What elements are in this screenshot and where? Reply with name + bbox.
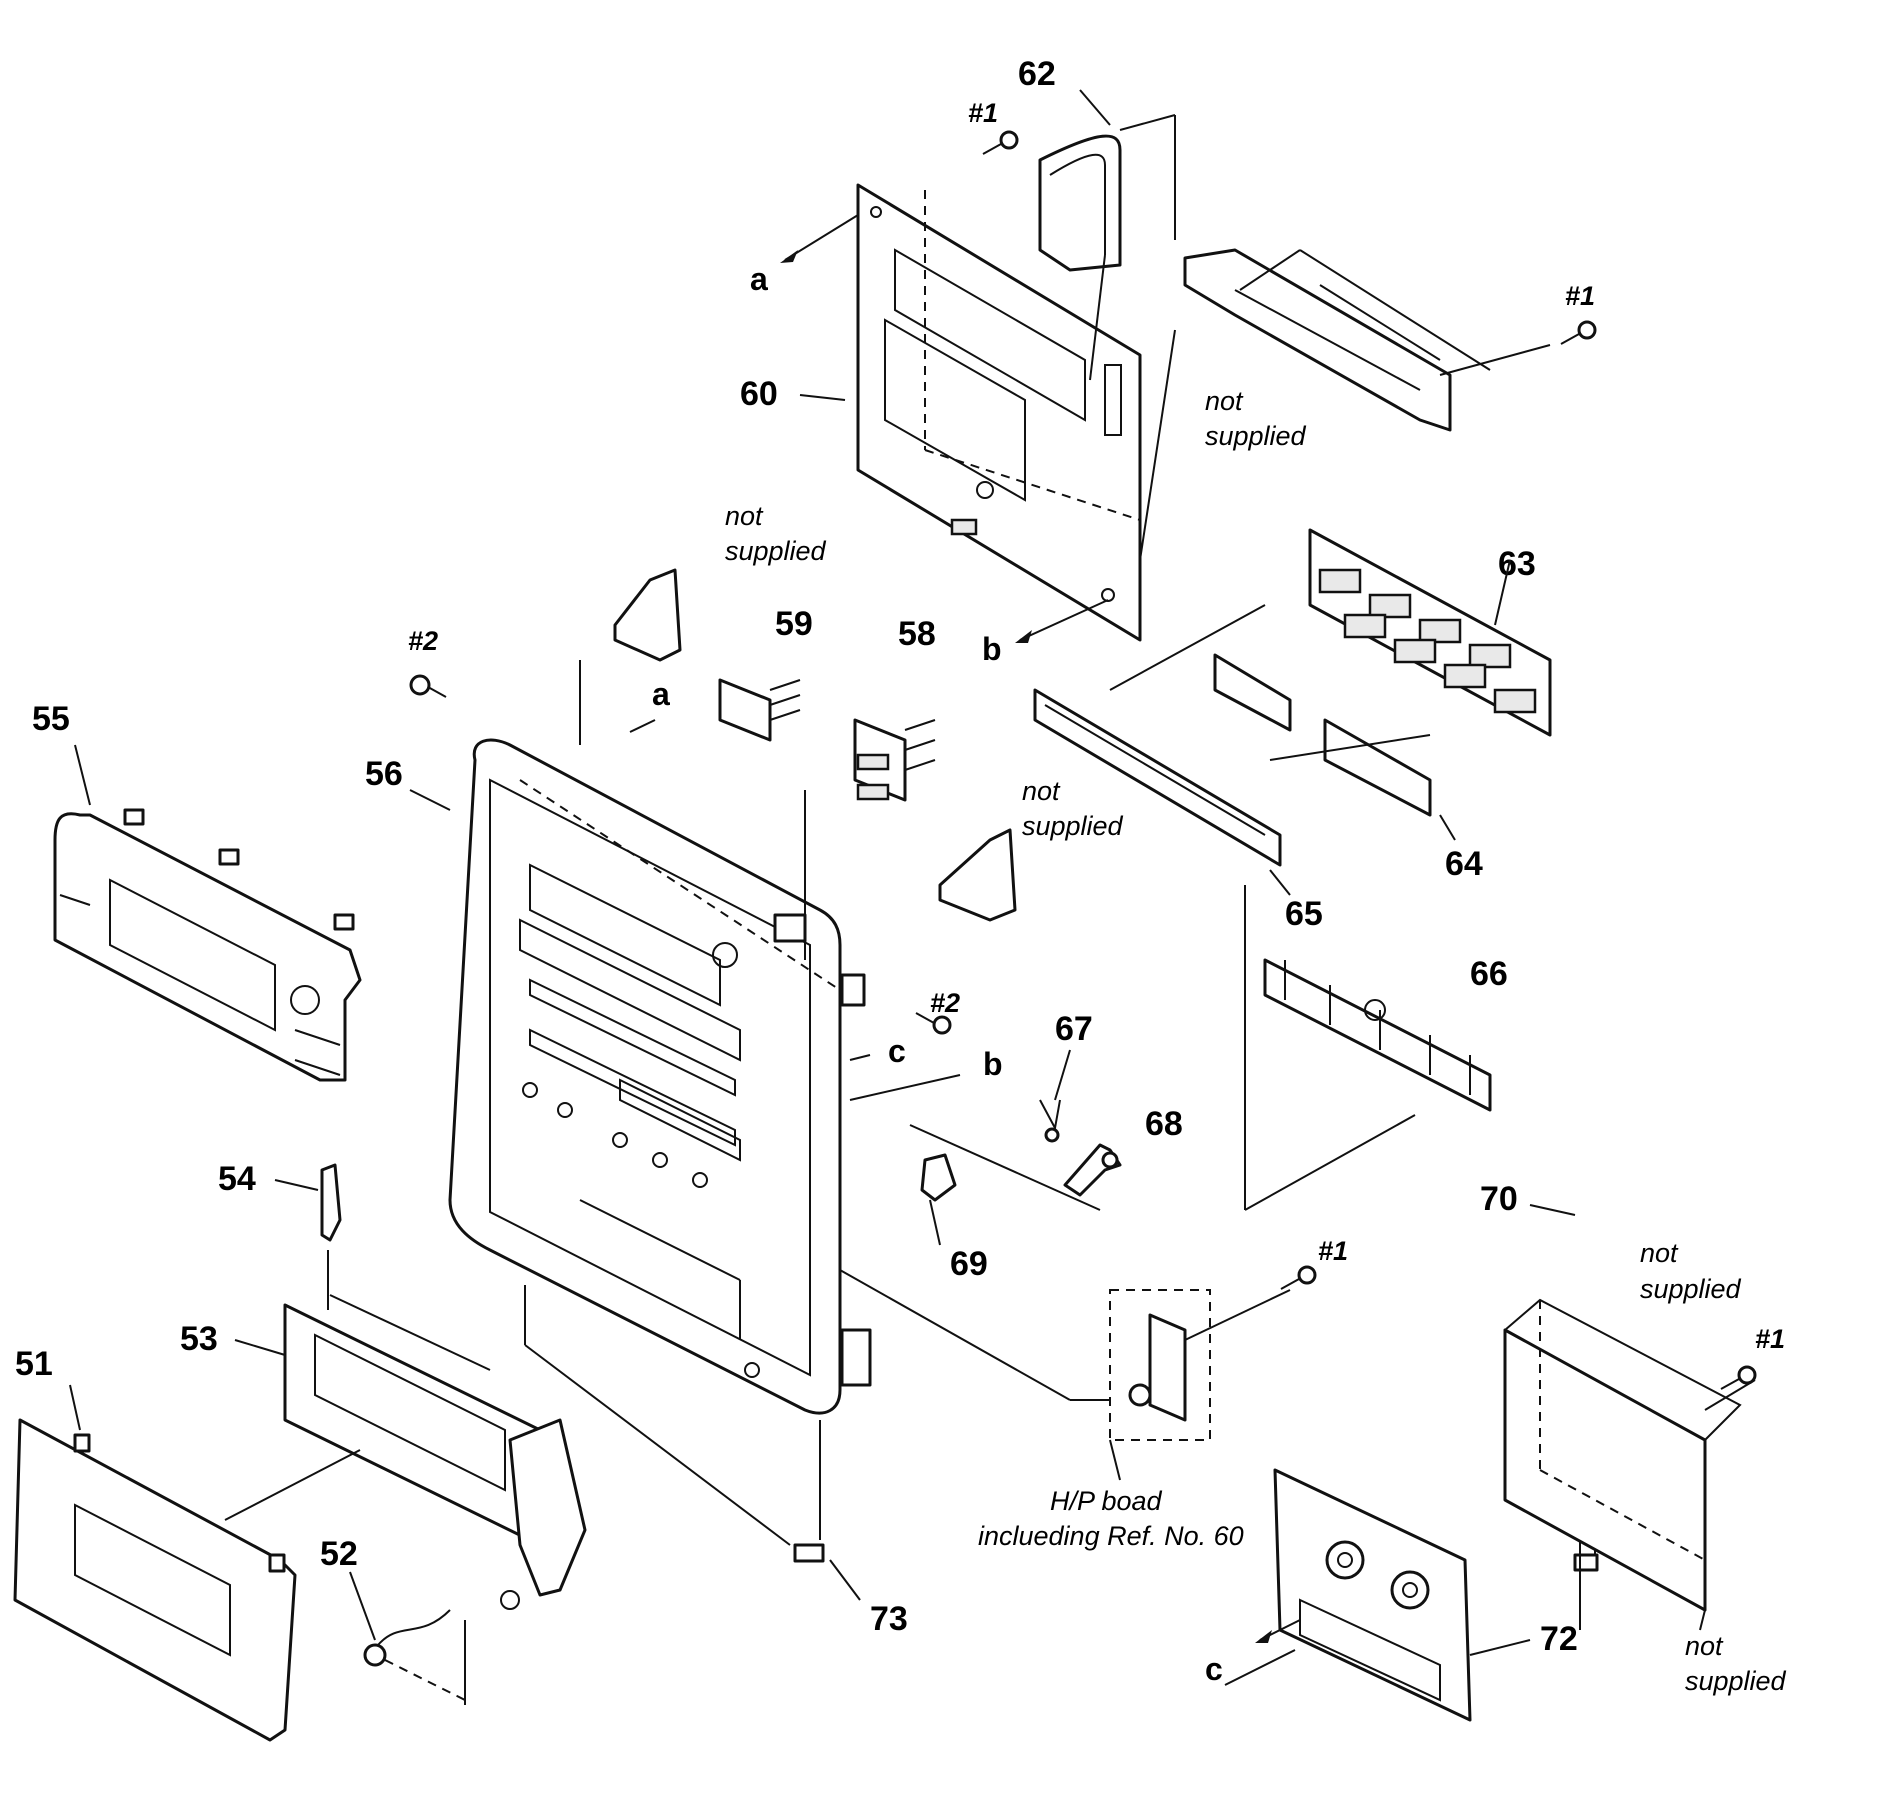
- screw-icon: [409, 674, 447, 698]
- part-55-cover: [53, 808, 362, 1082]
- screw-label-1c: #1: [1318, 1236, 1348, 1266]
- screw-icon: [1280, 1265, 1317, 1290]
- part-52-spring: [363, 1609, 466, 1705]
- bracket-not-supplied-top: [1183, 248, 1551, 432]
- part-number-55: 55: [32, 700, 70, 738]
- part-number-69: 69: [950, 1245, 988, 1283]
- connection-arrows: [629, 214, 1301, 1643]
- part-73-foot: [524, 1285, 825, 1563]
- svg-text:not: not: [1022, 776, 1061, 806]
- part-number-59: 59: [775, 605, 813, 643]
- part-62-flat-cable: [1038, 114, 1176, 381]
- screw-label-1b: #1: [1565, 281, 1595, 311]
- screw-icon: [915, 1012, 952, 1035]
- screw-label-1d: #1: [1755, 1324, 1785, 1354]
- connection-letter-c-mech: c: [1205, 1651, 1223, 1687]
- note-not-supplied-lower-bracket: not supplied: [1022, 776, 1124, 841]
- note-not-supplied-bottom-bracket: not supplied: [1640, 1238, 1742, 1304]
- svg-text:inclueding Ref. No. 60: inclueding Ref. No. 60: [978, 1521, 1244, 1551]
- part-number-72: 72: [1540, 1620, 1578, 1658]
- part-number-65: 65: [1285, 895, 1323, 933]
- part-72-mechanism: [1224, 1468, 1472, 1722]
- connection-letter-b-board: b: [982, 631, 1002, 667]
- note-hp-board: H/P boad inclueding Ref. No. 60: [978, 1439, 1244, 1551]
- part-53-holder: [224, 1294, 587, 1610]
- screw-label-2b: #2: [930, 988, 960, 1018]
- screw-icon: [1720, 1365, 1757, 1390]
- bracket-not-supplied-bottom: [1503, 1298, 1756, 1612]
- small-bracket-not-supplied-lower: [938, 828, 1017, 922]
- part-64-buttons: [1213, 653, 1456, 841]
- part-number-51: 51: [15, 1345, 53, 1383]
- svg-text:supplied: supplied: [1205, 421, 1307, 451]
- part-number-58: 58: [898, 615, 936, 653]
- connection-letter-a-top: a: [750, 261, 768, 297]
- svg-text:supplied: supplied: [1640, 1274, 1742, 1304]
- part-number-56: 56: [365, 755, 403, 793]
- screw-icon: [982, 130, 1019, 155]
- part-number-68: 68: [1145, 1105, 1183, 1143]
- svg-text:not: not: [1640, 1238, 1679, 1268]
- svg-text:not: not: [725, 501, 764, 531]
- svg-text:supplied: supplied: [725, 536, 827, 566]
- part-56-front-panel: [448, 738, 872, 1415]
- svg-text:not: not: [1205, 386, 1244, 416]
- part-number-63: 63: [1498, 545, 1536, 583]
- screw-icon: [1560, 320, 1597, 345]
- part-65-buttons: [1033, 604, 1291, 896]
- part-51-door: [13, 1418, 297, 1742]
- part-number-60: 60: [740, 375, 778, 413]
- part-number-70: 70: [1480, 1180, 1518, 1218]
- part-number-66: 66: [1470, 955, 1508, 993]
- connection-letter-a-panel: a: [652, 676, 670, 712]
- svg-text:not: not: [1685, 1631, 1724, 1661]
- note-not-supplied-bottom-right: not supplied: [1685, 1609, 1787, 1696]
- part-69-knob: [920, 1153, 957, 1202]
- part-54-clip: [320, 1163, 342, 1310]
- part-number-54: 54: [218, 1160, 256, 1198]
- part-number-62: 62: [1018, 55, 1056, 93]
- screw-label-2a: #2: [408, 626, 438, 656]
- part-number-53: 53: [180, 1320, 218, 1358]
- small-bracket-not-supplied-upper: [579, 568, 682, 745]
- part-number-73: 73: [870, 1600, 908, 1638]
- part-number-64: 64: [1445, 845, 1483, 883]
- note-not-supplied-upper-bracket: not supplied: [725, 501, 827, 566]
- part-58-switch: [804, 718, 936, 960]
- part-67-spring: [1039, 1099, 1061, 1143]
- hp-board: [839, 1269, 1291, 1441]
- connection-letter-c-panel: c: [888, 1033, 906, 1069]
- label-leaders: [69, 89, 1576, 1656]
- part-68-lever: [909, 1124, 1122, 1211]
- connection-letter-b-panel: b: [983, 1046, 1003, 1082]
- svg-text:supplied: supplied: [1685, 1666, 1787, 1696]
- part-66-buttons: [1244, 885, 1492, 1211]
- part-60-board: [856, 183, 1176, 642]
- part-number-67: 67: [1055, 1010, 1093, 1048]
- part-number-52: 52: [320, 1535, 358, 1573]
- svg-text:supplied: supplied: [1022, 811, 1124, 841]
- screw-label-1a: #1: [968, 98, 998, 128]
- part-59-switch: [718, 678, 801, 742]
- svg-text:H/P boad: H/P boad: [1050, 1486, 1163, 1516]
- note-not-supplied-top-right: not supplied: [1205, 386, 1307, 451]
- part-63-buttons: [1308, 528, 1552, 737]
